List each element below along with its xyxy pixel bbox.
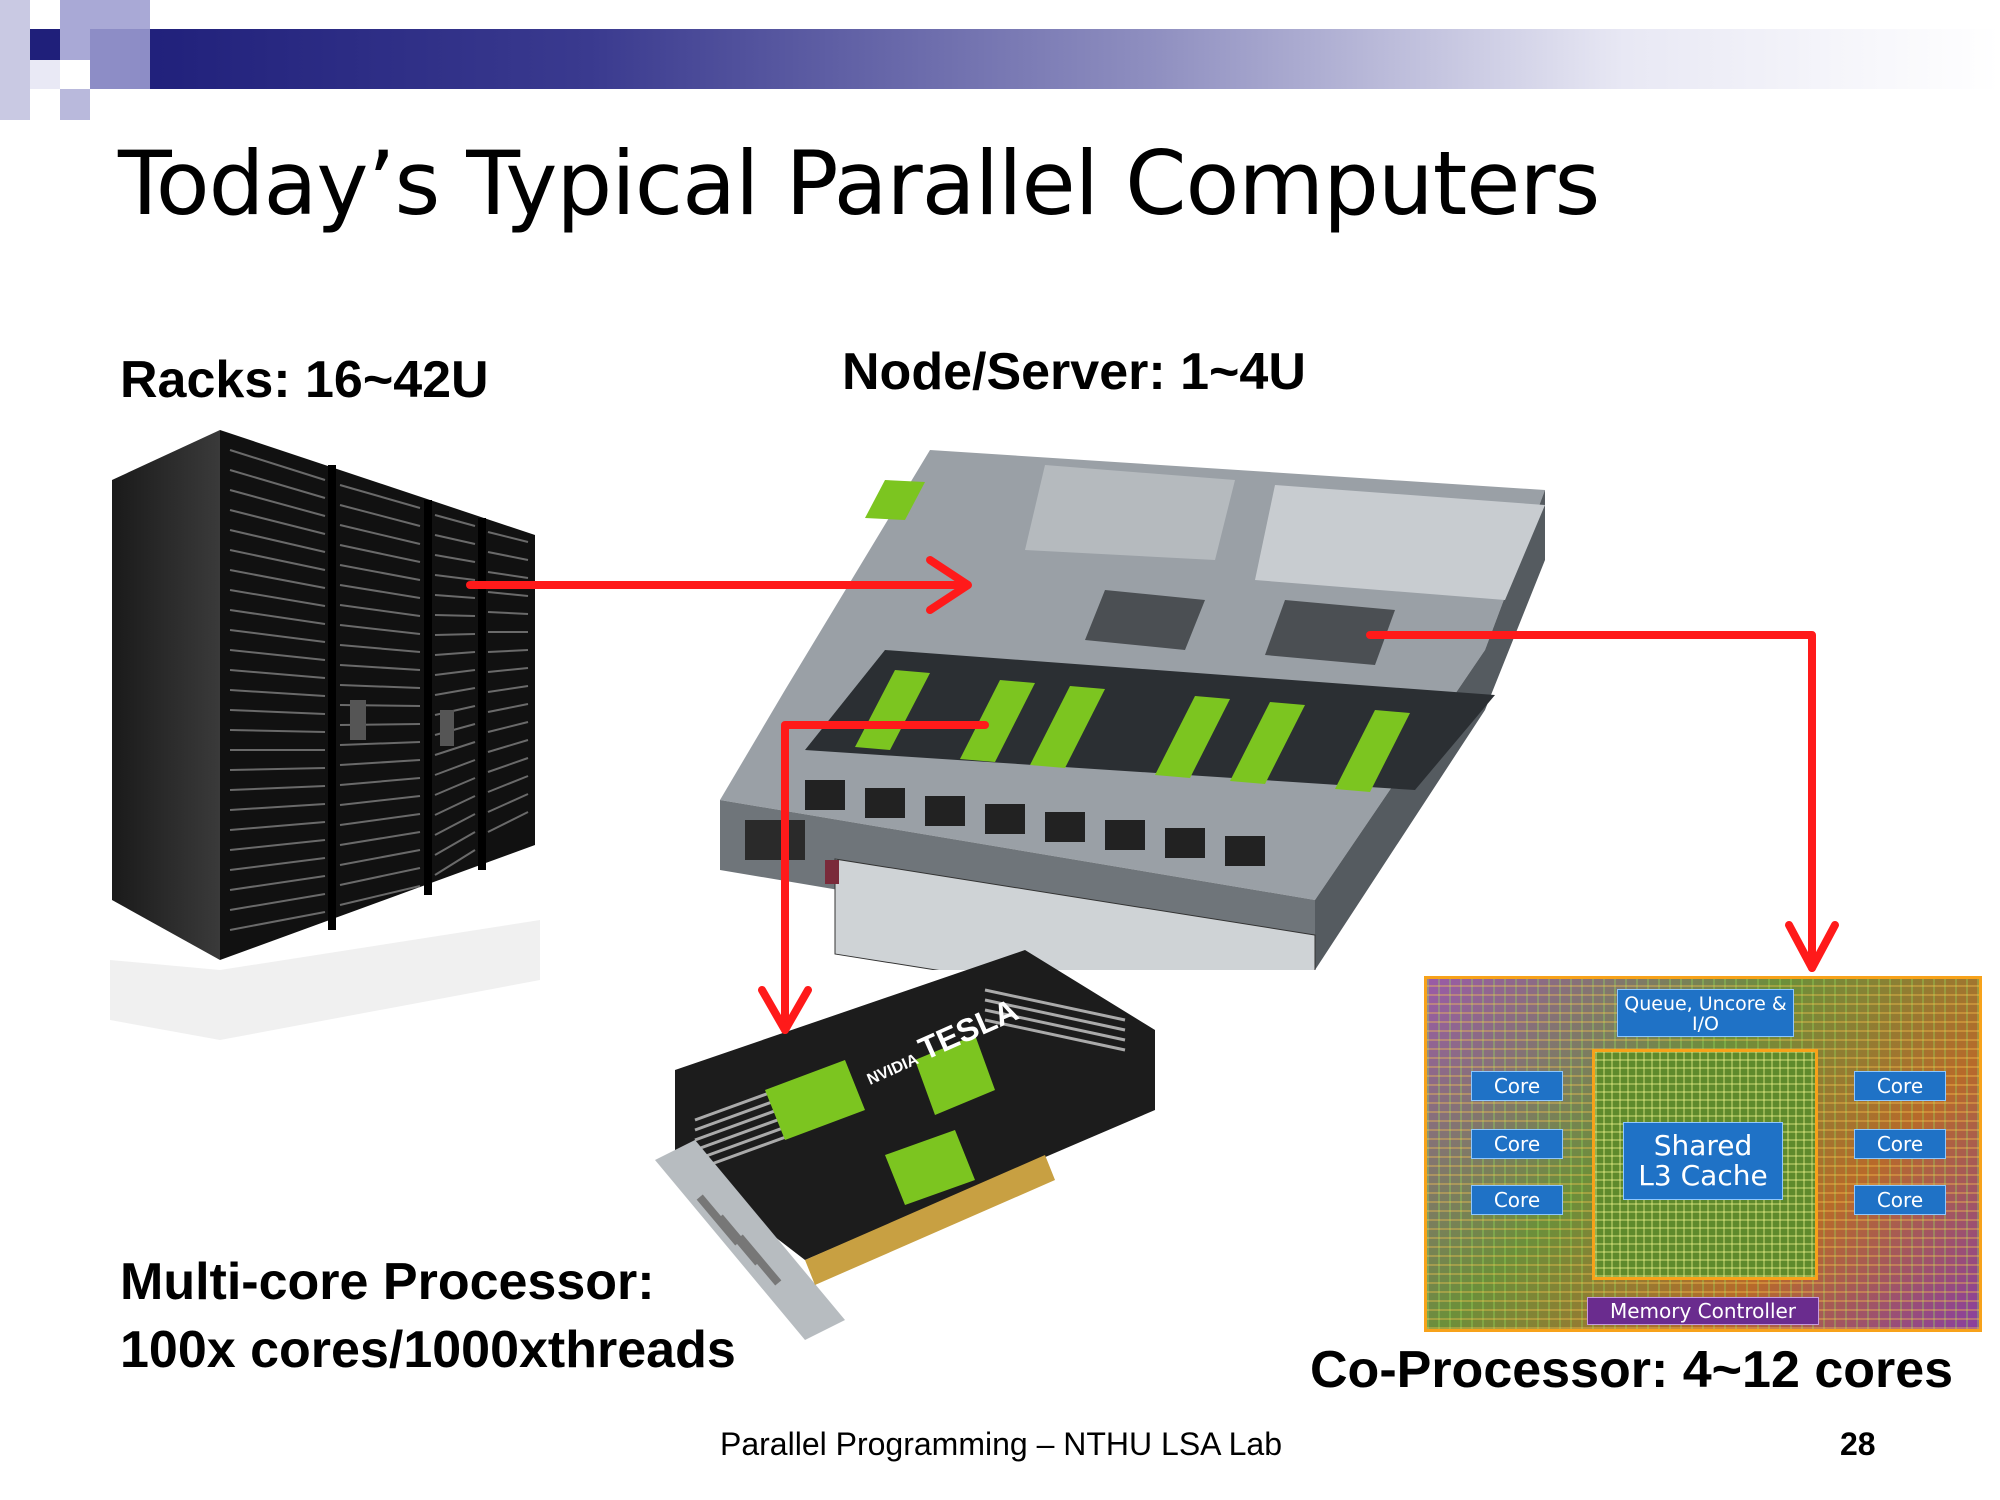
- cpu-die-image: Queue, Uncore & I/O Core Core Core Core …: [1424, 976, 1982, 1332]
- core-box-right-1: Core: [1854, 1071, 1946, 1101]
- shared-l3-cache-box: Shared L3 Cache: [1623, 1122, 1783, 1200]
- front-grille: [834, 858, 1316, 970]
- arrowhead-rack-to-node: [926, 556, 972, 614]
- header-square-lavender: [90, 29, 150, 89]
- arrow-node-to-cpu: [1366, 631, 1816, 972]
- core-box-left-2: Core: [1471, 1129, 1563, 1159]
- server-node-image: [720, 450, 1545, 970]
- slide-title: Today’s Typical Parallel Computers: [118, 132, 1600, 235]
- multicore-label-line2: 100x cores/1000xthreads: [120, 1321, 736, 1379]
- core-box-left-3: Core: [1471, 1185, 1563, 1215]
- core-box-left-1: Core: [1471, 1071, 1563, 1101]
- arrowhead-node-to-gpu: [758, 986, 812, 1034]
- gpu-card-image: NVIDIA TESLA: [655, 950, 1155, 1340]
- header-gradient-bar: [120, 29, 2000, 89]
- shared-line1: Shared: [1653, 1129, 1753, 1162]
- header-square-dark: [27, 29, 60, 60]
- header-square-light: [0, 0, 30, 120]
- core-box-right-2: Core: [1854, 1129, 1946, 1159]
- gpu-green-strips: [855, 480, 1410, 792]
- racks-label: Racks: 16~42U: [120, 351, 489, 409]
- footer-text: Parallel Programming – NTHU LSA Lab: [720, 1426, 1283, 1462]
- coprocessor-label: Co-Processor: 4~12 cores: [1310, 1341, 1954, 1399]
- server-rack-image: [110, 430, 540, 1040]
- queue-uncore-box: Queue, Uncore & I/O: [1617, 989, 1794, 1037]
- arrow-node-to-gpu: [781, 721, 989, 1034]
- page-number: 28: [1840, 1426, 1876, 1462]
- shared-line2: L3 Cache: [1638, 1159, 1768, 1192]
- arrowhead-node-to-cpu: [1785, 921, 1839, 972]
- header-square-white: [30, 60, 60, 89]
- multicore-label-line1: Multi-core Processor:: [120, 1253, 655, 1311]
- node-server-label: Node/Server: 1~4U: [842, 343, 1306, 401]
- rack-units: [229, 449, 529, 931]
- header-square-pale: [60, 89, 90, 120]
- core-box-right-3: Core: [1854, 1185, 1946, 1215]
- memory-controller-box: Memory Controller: [1587, 1297, 1819, 1325]
